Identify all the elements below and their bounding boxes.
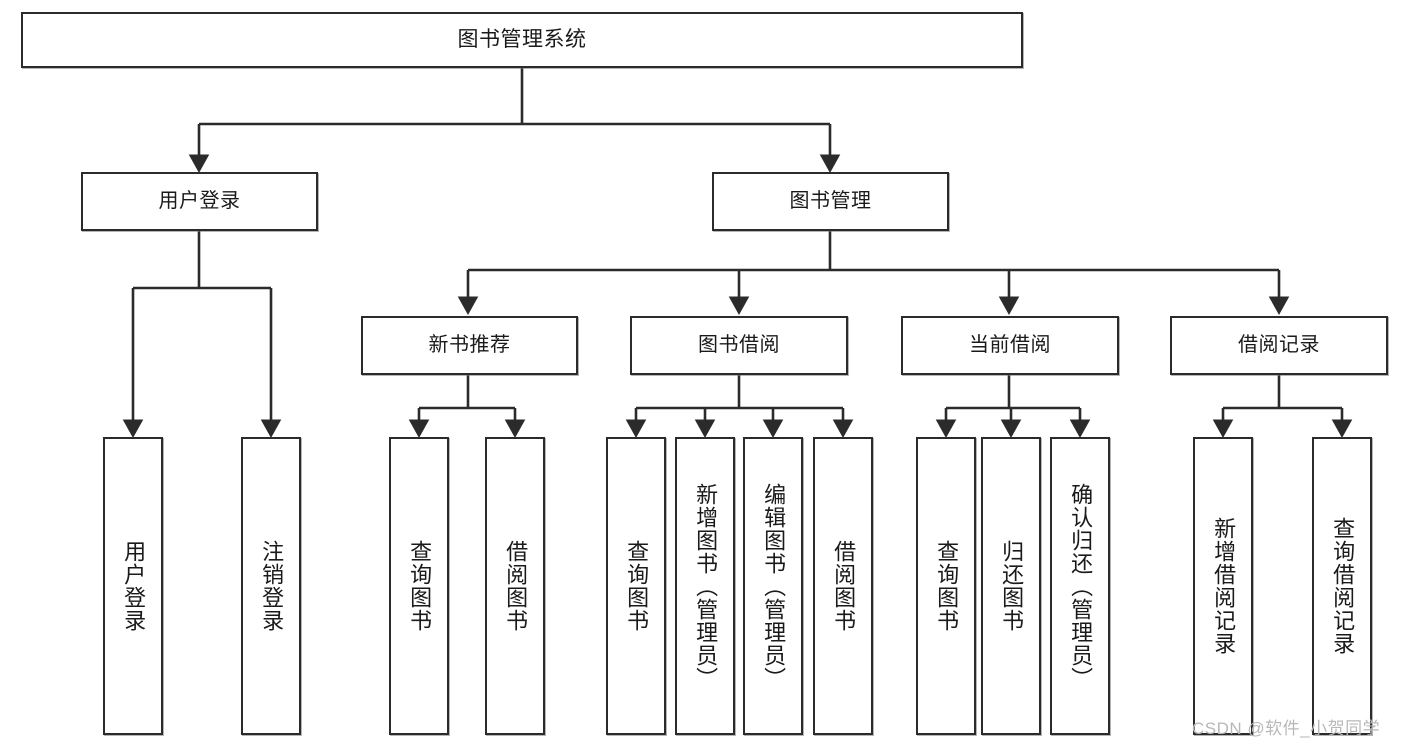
node-label: 新增图书（管理员） — [693, 482, 719, 690]
node-label: 借阅图书 — [503, 540, 529, 632]
node-label: 借阅图书 — [831, 540, 857, 632]
node-label: 借阅记录 — [1238, 333, 1320, 356]
node-borrow-record[interactable]: 借阅记录 — [1170, 316, 1388, 375]
leaf-book-borrow-edit-book-admin[interactable]: 编辑图书（管理员） — [743, 437, 803, 735]
leaf-borrow-record-add-record[interactable]: 新增借阅记录 — [1193, 437, 1253, 735]
node-label: 查询图书 — [407, 540, 433, 632]
leaf-new-book-borrow-book[interactable]: 借阅图书 — [485, 437, 545, 735]
node-label: 新增借阅记录 — [1211, 517, 1237, 655]
node-label: 查询借阅记录 — [1330, 517, 1356, 655]
leaf-current-borrow-confirm-return-admin[interactable]: 确认归还（管理员） — [1050, 437, 1110, 735]
leaf-current-borrow-return-book[interactable]: 归还图书 — [981, 437, 1041, 735]
leaf-borrow-record-query-record[interactable]: 查询借阅记录 — [1312, 437, 1372, 735]
node-label: 查询图书 — [934, 540, 960, 632]
node-book-management[interactable]: 图书管理 — [712, 172, 949, 231]
leaf-new-book-query-book[interactable]: 查询图书 — [389, 437, 449, 735]
leaf-user-login-login[interactable]: 用户登录 — [103, 437, 163, 735]
node-label: 用户登录 — [121, 540, 147, 632]
node-label: 查询图书 — [624, 540, 650, 632]
leaf-book-borrow-query-book[interactable]: 查询图书 — [606, 437, 666, 735]
node-user-login[interactable]: 用户登录 — [81, 172, 318, 231]
node-current-borrow[interactable]: 当前借阅 — [901, 316, 1119, 375]
leaf-current-borrow-query-book[interactable]: 查询图书 — [916, 437, 976, 735]
leaf-user-login-logout[interactable]: 注销登录 — [241, 437, 301, 735]
node-label: 用户登录 — [158, 189, 241, 212]
node-root-book-management-system[interactable]: 图书管理系统 — [21, 12, 1023, 68]
node-label: 归还图书 — [999, 540, 1025, 632]
node-label: 图书借阅 — [698, 333, 780, 356]
node-label: 确认归还（管理员） — [1068, 482, 1094, 690]
node-new-book-recommend[interactable]: 新书推荐 — [361, 316, 578, 375]
leaf-book-borrow-add-book-admin[interactable]: 新增图书（管理员） — [675, 437, 735, 735]
node-label: 当前借阅 — [969, 333, 1051, 356]
leaf-book-borrow-borrow-book[interactable]: 借阅图书 — [813, 437, 873, 735]
node-book-borrow[interactable]: 图书借阅 — [630, 316, 848, 375]
node-label: 编辑图书（管理员） — [761, 482, 787, 690]
node-label: 图书管理 — [789, 189, 872, 212]
node-label: 注销登录 — [259, 540, 285, 632]
node-label: 图书管理系统 — [457, 27, 587, 51]
node-label: 新书推荐 — [428, 333, 511, 356]
